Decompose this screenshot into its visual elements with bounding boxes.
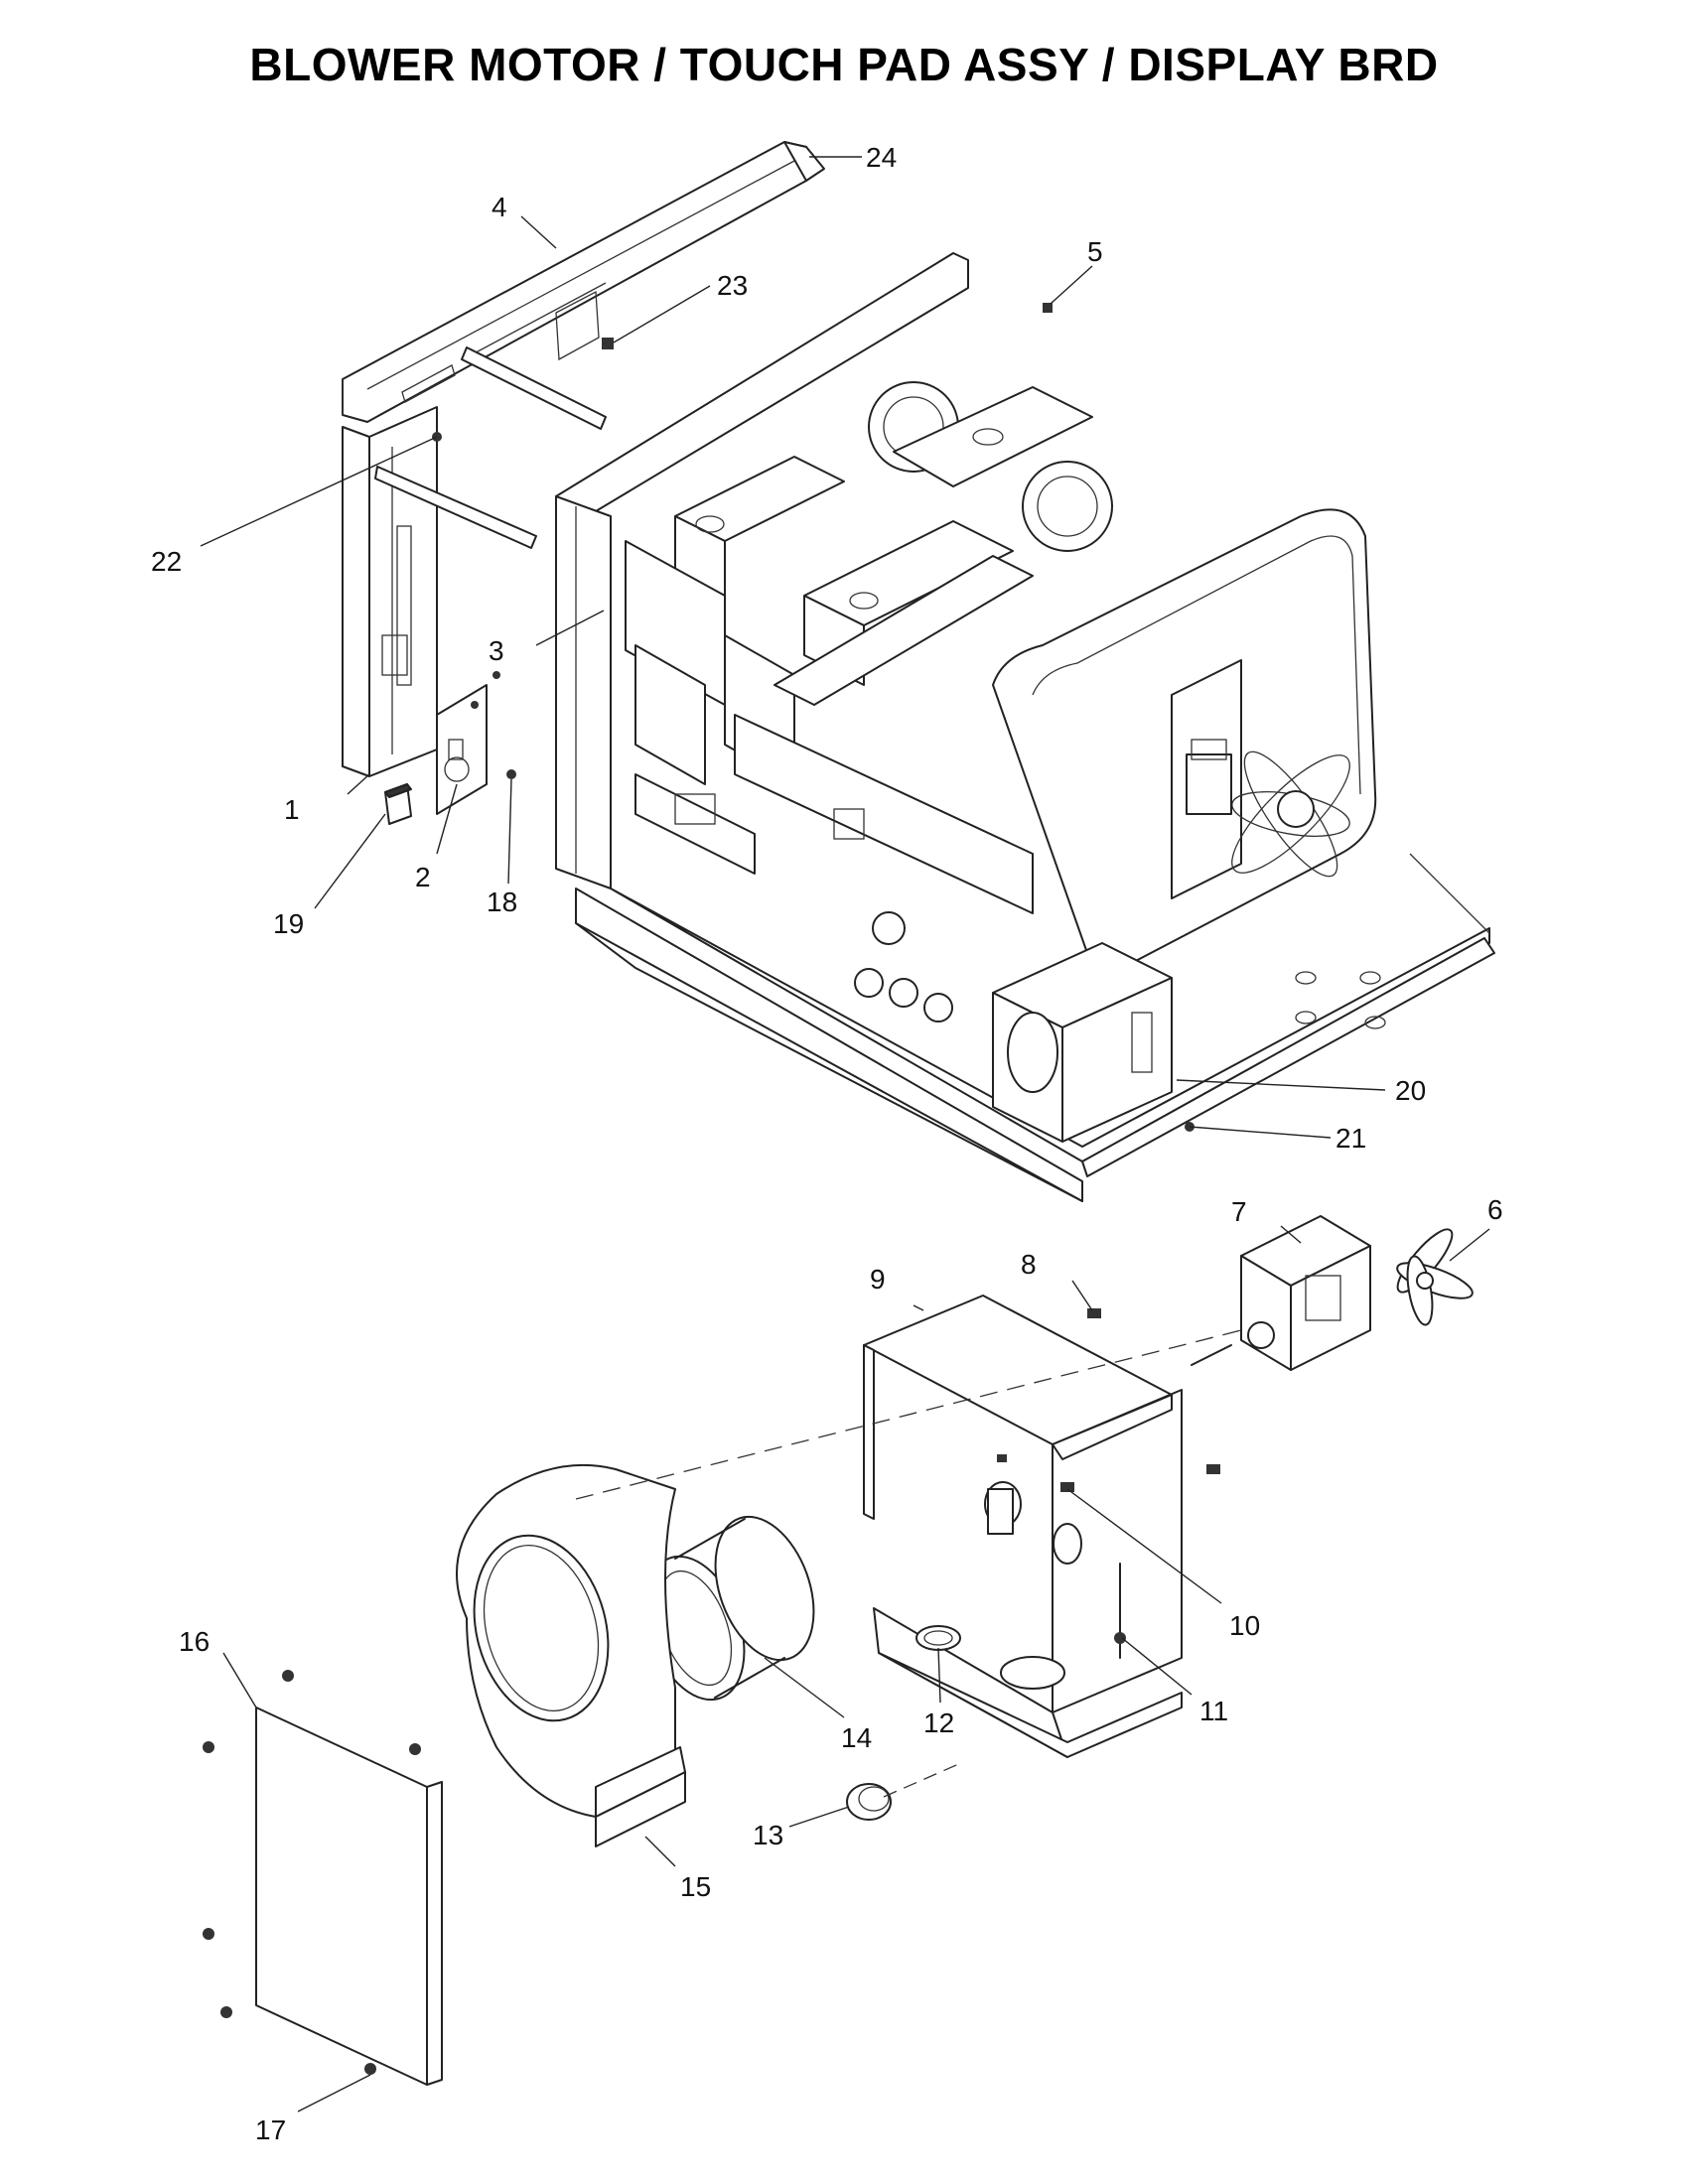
callout-13: 13 xyxy=(753,1820,783,1850)
callout-24: 24 xyxy=(866,142,897,173)
cover-plate xyxy=(203,1670,443,2086)
callout-9: 9 xyxy=(870,1264,886,1295)
oven-chassis xyxy=(555,252,1495,1202)
callout-22: 22 xyxy=(151,546,182,577)
page-title: BLOWER MOTOR / TOUCH PAD ASSY / DISPLAY … xyxy=(249,39,1439,90)
callout-labels: 1 2 3 4 5 6 7 8 9 10 11 12 13 14 15 16 1… xyxy=(151,142,1503,2145)
callout-17: 17 xyxy=(255,2115,286,2145)
callout-15: 15 xyxy=(680,1871,711,1902)
front-control-panel xyxy=(342,141,825,825)
callout-19: 19 xyxy=(273,908,304,939)
callout-8: 8 xyxy=(1021,1249,1037,1280)
callout-21: 21 xyxy=(1336,1123,1366,1154)
callout-23: 23 xyxy=(717,270,748,301)
callout-7: 7 xyxy=(1231,1196,1247,1227)
leader-lines xyxy=(200,156,1490,2113)
callout-4: 4 xyxy=(492,192,507,222)
callout-16: 16 xyxy=(179,1626,210,1657)
blower-assembly xyxy=(456,1215,1474,1847)
callout-10: 10 xyxy=(1229,1610,1260,1641)
callout-11: 11 xyxy=(1199,1696,1228,1726)
callout-5: 5 xyxy=(1087,236,1103,267)
callout-1: 1 xyxy=(284,794,300,825)
callout-14: 14 xyxy=(841,1722,872,1753)
callout-18: 18 xyxy=(487,887,517,917)
callout-3: 3 xyxy=(489,635,504,666)
callout-20: 20 xyxy=(1395,1075,1426,1106)
callout-2: 2 xyxy=(415,862,431,892)
callout-12: 12 xyxy=(923,1707,954,1738)
callout-6: 6 xyxy=(1487,1194,1503,1225)
